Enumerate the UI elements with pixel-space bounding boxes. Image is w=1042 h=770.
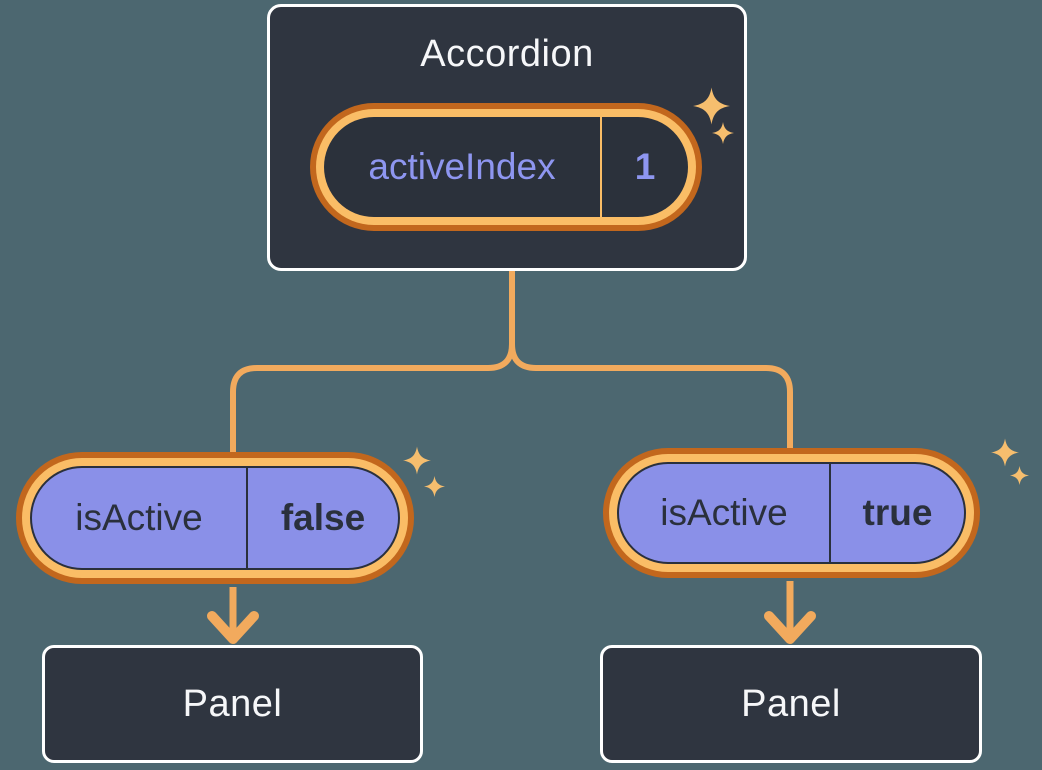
pill-value: 1 — [600, 117, 688, 217]
pill-label: activeIndex — [368, 146, 556, 187]
sparkle-icon-large — [693, 87, 730, 125]
is-active-pill-right: isActive true — [603, 448, 980, 578]
panel-node-right: Panel — [600, 645, 982, 763]
branch-line-left — [230, 268, 515, 454]
active-index-pill: activeIndex 1 — [310, 103, 702, 231]
pill-value: false — [246, 468, 398, 568]
is-active-pill-left: isActive false — [16, 452, 414, 584]
panel-node-left: Panel — [42, 645, 423, 763]
sparkle-icon-small — [712, 122, 734, 144]
accordion-node: Accordion activeIndex 1 — [267, 4, 747, 271]
arrow-down-icon — [764, 581, 816, 644]
panel-title: Panel — [182, 682, 283, 725]
sparkle-icon-small — [1010, 466, 1029, 485]
sparkle-icon-large — [991, 438, 1019, 467]
sparkle-icon-small — [424, 476, 445, 497]
pill-value: true — [829, 464, 964, 562]
sparkle-icon-large — [403, 446, 431, 475]
pill-label: isActive — [660, 492, 788, 533]
arrow-down-icon — [207, 587, 259, 644]
pill-label: isActive — [75, 497, 203, 538]
accordion-title: Accordion — [420, 33, 594, 75]
branch-line-right — [509, 268, 793, 450]
panel-title: Panel — [741, 682, 841, 725]
